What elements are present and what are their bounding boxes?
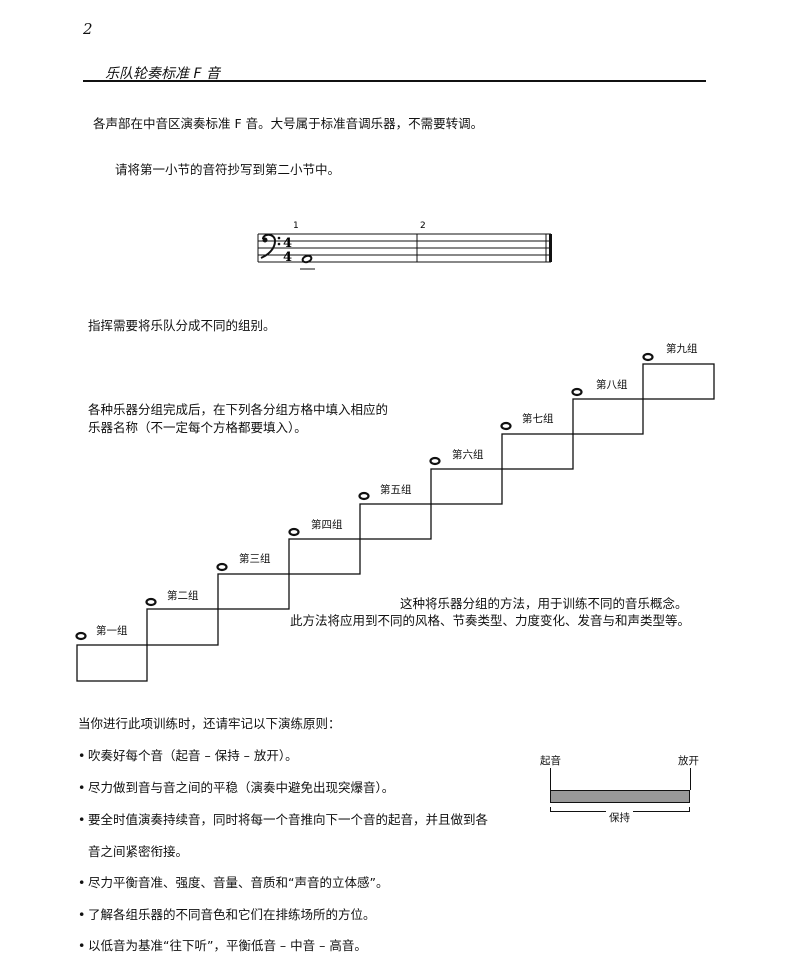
attack-label: 起音 <box>540 755 561 767</box>
fill-instruction-line-2: 乐器名称（不一定每个方格都要填入）。 <box>88 420 307 435</box>
measure-number-2: 2 <box>420 221 426 231</box>
group-box-4[interactable] <box>288 538 361 575</box>
measure-number-1: 1 <box>293 221 299 231</box>
group-box-3[interactable] <box>217 573 290 610</box>
note-icon <box>571 387 583 397</box>
bullet-icon: • <box>78 907 86 922</box>
group-label-3: 第三组 <box>239 552 271 565</box>
group-box-7[interactable] <box>501 433 574 470</box>
whole-note <box>301 254 313 264</box>
group-box-6[interactable] <box>430 468 503 505</box>
group-staircase: 第一组 第二组 第三组 第四组 第五组 第六组 第七组 第八组 第九组 <box>75 342 715 682</box>
page-number: 2 <box>83 20 93 38</box>
sustain-bar <box>550 790 690 803</box>
bullet-icon: • <box>78 812 86 827</box>
group-box-1[interactable] <box>76 644 148 682</box>
time-signature-bottom: 4 <box>283 250 292 265</box>
note-icon <box>216 562 228 572</box>
page-title: 乐队轮奏标准 F 音 <box>105 66 220 82</box>
group-label-1: 第一组 <box>96 624 128 637</box>
principle-item: •尽力平衡音准、强度、音量、音质和“声音的立体感”。 <box>78 875 389 890</box>
note-icon <box>288 527 300 537</box>
method-note-line-1: 这种将乐器分组的方法，用于训练不同的音乐概念。 <box>400 596 688 611</box>
time-signature-top: 4 <box>283 236 292 251</box>
principle-text: 尽力平衡音准、强度、音量、音质和“声音的立体感”。 <box>88 875 389 890</box>
group-label-5: 第五组 <box>380 483 412 496</box>
group-box-8[interactable] <box>572 398 644 435</box>
group-box-9[interactable] <box>642 363 715 400</box>
group-label-6: 第六组 <box>452 448 484 461</box>
principle-item: •了解各组乐器的不同音色和它们在排练场所的方位。 <box>78 907 376 922</box>
principle-item: •以低音为基准“往下听”，平衡低音 – 中音 – 高音。 <box>78 938 367 953</box>
note-icon <box>500 421 512 431</box>
principle-text: 了解各组乐器的不同音色和它们在排练场所的方位。 <box>88 907 376 922</box>
group-box-2[interactable] <box>146 608 219 646</box>
principle-item: •要全时值演奏持续音，同时将每一个音推向下一个音的起音，并且做到各 <box>78 812 489 827</box>
bullet-icon: • <box>78 875 86 890</box>
bass-clef-icon <box>260 233 281 259</box>
principle-item: •尽力做到音与音之间的平稳（演奏中避免出现突爆音）。 <box>78 780 395 795</box>
group-label-9: 第九组 <box>666 342 698 355</box>
intro-text: 各声部在中音区演奏标准 F 音。大号属于标准音调乐器，不需要转调。 <box>93 116 484 131</box>
bullet-icon: • <box>78 938 86 953</box>
instruction-text: 请将第一小节的音符抄写到第二小节中。 <box>115 162 341 177</box>
group-label-4: 第四组 <box>311 518 343 531</box>
group-box-5[interactable] <box>359 503 432 540</box>
title-rule <box>83 80 706 82</box>
note-icon <box>358 491 370 501</box>
method-note-line-2: 此方法将应用到不同的风格、节奏类型、力度变化、发音与和声类型等。 <box>290 613 691 628</box>
principles-intro: 当你进行此项训练时，还请牢记以下演练原则： <box>78 716 341 731</box>
sustain-label: 保持 <box>606 810 633 825</box>
release-tick <box>690 768 691 790</box>
grouping-intro: 指挥需要将乐队分成不同的组别。 <box>88 318 276 333</box>
bullet-icon: • <box>78 780 86 795</box>
group-label-8: 第八组 <box>596 378 628 391</box>
principle-text: 以低音为基准“往下听”，平衡低音 – 中音 – 高音。 <box>88 938 367 953</box>
principle-text: 要全时值演奏持续音，同时将每一个音推向下一个音的起音，并且做到各 <box>88 812 489 827</box>
note-icon <box>429 456 441 466</box>
note-icon <box>75 631 87 641</box>
group-label-7: 第七组 <box>522 412 554 425</box>
bullet-icon: • <box>78 748 86 763</box>
envelope-diagram: 起音 放开 保持 <box>536 750 706 830</box>
attack-tick <box>550 768 551 790</box>
principle-text: 吹奏好每个音（起音 – 保持 – 放开）。 <box>88 748 298 763</box>
music-staff: 1 2 4 4 <box>257 221 552 270</box>
group-label-2: 第二组 <box>167 589 199 602</box>
fill-instruction-line-1: 各种乐器分组完成后，在下列各分组方格中填入相应的 <box>88 402 389 417</box>
principle-continuation: 音之间紧密衔接。 <box>88 844 189 859</box>
release-label: 放开 <box>678 755 699 767</box>
note-icon <box>145 597 157 607</box>
note-icon <box>642 352 654 362</box>
principle-item: •吹奏好每个音（起音 – 保持 – 放开）。 <box>78 748 298 763</box>
principle-text: 尽力做到音与音之间的平稳（演奏中避免出现突爆音）。 <box>88 780 395 795</box>
